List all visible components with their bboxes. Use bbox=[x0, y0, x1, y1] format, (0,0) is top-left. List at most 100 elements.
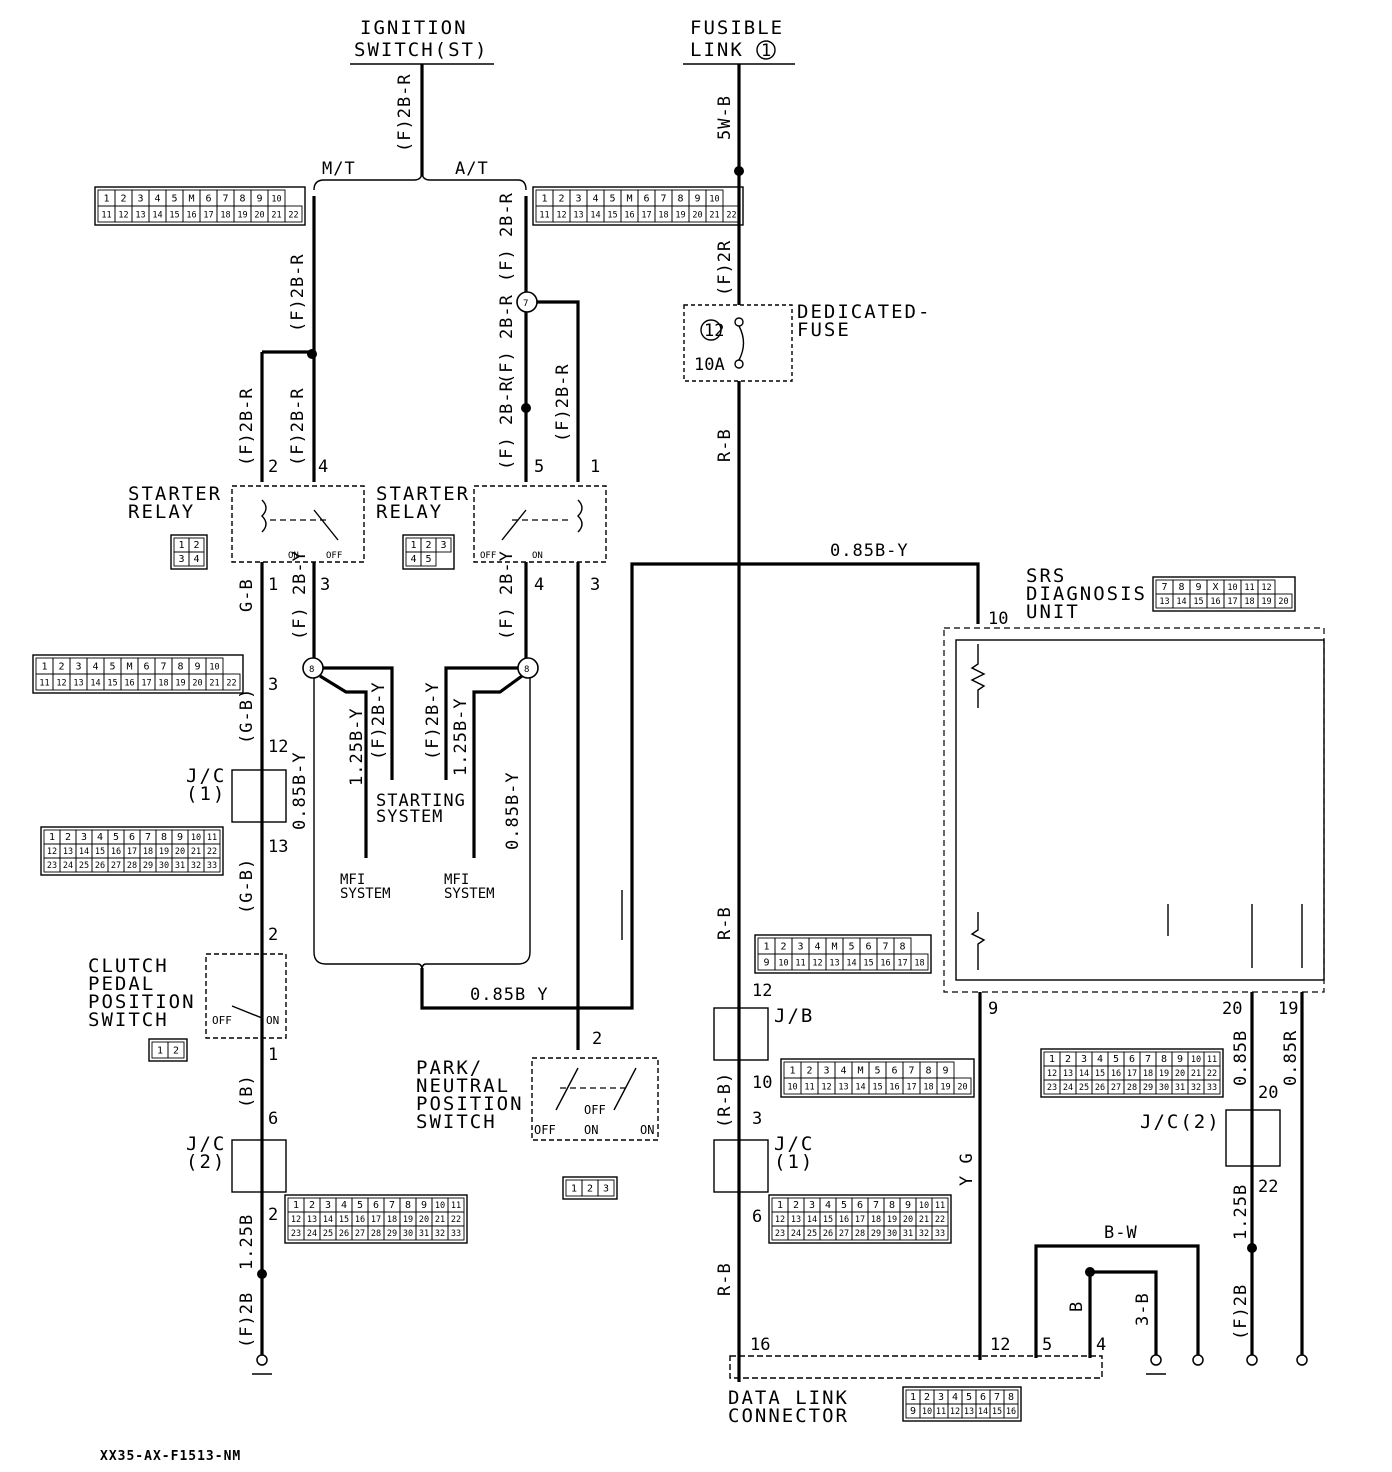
jc1-right-title-2: (1) bbox=[774, 1151, 814, 1173]
connector-pin-label: 20 bbox=[175, 847, 185, 857]
connector-pin-label: 18 bbox=[143, 847, 153, 857]
connector-pin-label: 1 bbox=[178, 540, 184, 551]
connector-pin-label: 22 bbox=[207, 847, 217, 857]
dedicated-fuse-title-1: DEDICATED- bbox=[797, 301, 931, 323]
connector-pin-label: 1 bbox=[103, 194, 109, 205]
connector-pin-label: 5 bbox=[966, 1392, 972, 1403]
connector-pin-label: 19 bbox=[940, 1083, 950, 1093]
clutch-title-4: SWITCH bbox=[88, 1009, 169, 1031]
connector-pin-label: 14 bbox=[152, 211, 162, 221]
connector-pin-label: 29 bbox=[1143, 1083, 1153, 1093]
dlc-pin-5: 5 bbox=[1042, 1335, 1052, 1355]
connector-pin-label: 12 bbox=[118, 211, 128, 221]
connector-pin-label: 1 bbox=[789, 1066, 795, 1077]
starting-system-2: SYSTEM bbox=[376, 807, 443, 827]
connector-pin-label: 9 bbox=[421, 1200, 427, 1211]
mt-relay-pin-4: 4 bbox=[318, 457, 328, 477]
connector-pin-label: 16 bbox=[355, 1215, 365, 1225]
jc2-left-title-1: J/C bbox=[186, 1133, 226, 1155]
connector-pin-label: 23 bbox=[47, 861, 57, 871]
wire-label-mt-relay-pin3: (F) 2B-Y bbox=[290, 550, 310, 640]
connector-pin-label: 23 bbox=[1047, 1083, 1057, 1093]
wire-label-b3: 3-B bbox=[1133, 1292, 1153, 1326]
connector-pin-label: 2 bbox=[58, 662, 64, 673]
connector-pin-label: 4 bbox=[410, 554, 416, 565]
right-pin-10: 10 bbox=[752, 1073, 772, 1093]
connector-pin-label: 12 bbox=[1261, 583, 1271, 593]
left-pin-3: 3 bbox=[268, 675, 278, 695]
connector-pin-label: 19 bbox=[175, 679, 185, 689]
connector-pin-label: 11 bbox=[451, 1201, 461, 1211]
connector-pin-label: 33 bbox=[1207, 1083, 1217, 1093]
connector-pin-label: 16 bbox=[186, 211, 196, 221]
connector-pin-label: 14 bbox=[1176, 597, 1186, 607]
connector-pin-label: 2 bbox=[924, 1392, 930, 1403]
at-relay-off: OFF bbox=[480, 551, 496, 561]
connector-pin-label: 1 bbox=[571, 1184, 577, 1195]
connector-pin-label: 2 bbox=[558, 194, 564, 205]
connector-pin-label: 10 bbox=[1191, 1055, 1201, 1065]
connector-pin-label: 13 bbox=[135, 211, 145, 221]
connector-pin-label: 14 bbox=[79, 847, 89, 857]
connector-pin-label: 5 bbox=[109, 662, 115, 673]
connector-pin-label: 13 bbox=[63, 847, 73, 857]
connector-pin-label: 21 bbox=[435, 1215, 445, 1225]
mt-relay-on: ON bbox=[288, 551, 299, 561]
connector-pin-label: 21 bbox=[919, 1215, 929, 1225]
connector-pin-label: 26 bbox=[95, 861, 105, 871]
wire-label-mt-branch: (F)2B-R bbox=[288, 253, 308, 332]
connector-pin-label: 14 bbox=[807, 1215, 817, 1225]
connector-pin-label: 4 bbox=[1097, 1054, 1103, 1065]
park-neutral-switch: PARK/ NEUTRAL POSITION SWITCH 2 OFF ON O… bbox=[416, 1029, 659, 1141]
connector-pin-label: 27 bbox=[1111, 1083, 1121, 1093]
connector-pin-label: 13 bbox=[838, 1083, 848, 1093]
connector-pin-label: 17 bbox=[897, 959, 907, 969]
fuse-number: 12 bbox=[704, 321, 724, 341]
connector-pin-label: 4 bbox=[952, 1392, 958, 1403]
connector-pin-label: 7 bbox=[908, 1066, 914, 1077]
srs-pin-20: 20 bbox=[1222, 999, 1242, 1019]
right-pin-6: 6 bbox=[752, 1207, 762, 1227]
wire-label-at-relay-pin5-bot: (F) 2B-R bbox=[497, 380, 517, 470]
connector-pin-label: M bbox=[626, 194, 632, 205]
wire-label-at-relay-pin5-top: (F) 2B-R bbox=[497, 294, 517, 384]
connector-pin-label: X bbox=[1212, 582, 1218, 593]
connector-pin-label: 11 bbox=[539, 211, 549, 221]
wire-label-rb-bottom: R-B bbox=[715, 1262, 735, 1296]
connector-pin-label: 13 bbox=[791, 1215, 801, 1225]
connector-pin-label: 9 bbox=[256, 194, 262, 205]
pn-title-3: POSITION bbox=[416, 1093, 524, 1115]
connector-pin-label: 12 bbox=[775, 1215, 785, 1225]
connector-pin-label: 19 bbox=[887, 1215, 897, 1225]
connector-pin-label: 5 bbox=[357, 1200, 363, 1211]
at-relay-on: ON bbox=[532, 551, 543, 561]
wire-label-by125-at: 1.25B-Y bbox=[451, 697, 471, 776]
connector-pin-label: 32 bbox=[191, 861, 201, 871]
wire-label-gb-1: G-B bbox=[237, 578, 257, 612]
wire-label-at-relay-pin4: (F) 2B-Y bbox=[497, 550, 517, 640]
connector-pin-label: 3 bbox=[75, 662, 81, 673]
connector-pin-label: 22 bbox=[726, 211, 736, 221]
srs-pin-19: 19 bbox=[1278, 999, 1298, 1019]
connector-pin-label: 13 bbox=[829, 959, 839, 969]
pn-title-2: NEUTRAL bbox=[416, 1075, 510, 1097]
connector-pin-label: 7 bbox=[160, 662, 166, 673]
dlc-title-1: DATA LINK bbox=[728, 1387, 849, 1409]
connector-pin-label: 10 bbox=[919, 1201, 929, 1211]
connector-pin-label: 10 bbox=[271, 195, 281, 205]
connector-pin-label: 3 bbox=[809, 1200, 815, 1211]
connector-pin-label: 14 bbox=[855, 1083, 865, 1093]
connector-pin-label: 7 bbox=[882, 942, 888, 953]
connector-pin-label: 14 bbox=[1079, 1069, 1089, 1079]
connector-pin-label: 8 bbox=[239, 194, 245, 205]
starter-relay-mt-title-2: RELAY bbox=[128, 501, 195, 523]
connector-pin-label: 9 bbox=[763, 958, 769, 969]
connector-pin-label: 20 bbox=[692, 211, 702, 221]
connector-pin-label: 11 bbox=[804, 1083, 814, 1093]
